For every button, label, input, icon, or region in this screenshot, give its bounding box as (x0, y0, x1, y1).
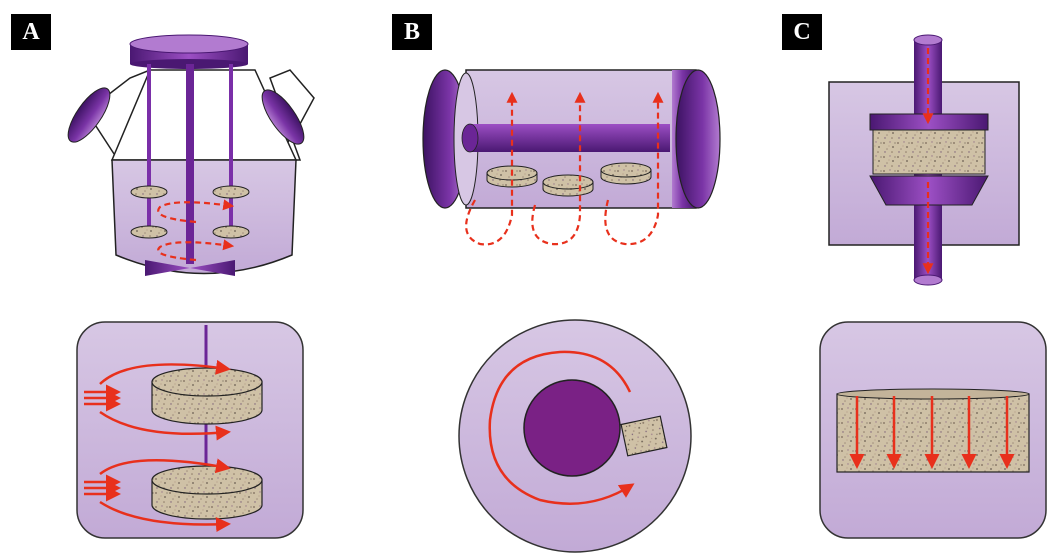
perfusion-detail-a (76, 321, 304, 539)
perfusion-detail-c (819, 321, 1047, 539)
flask-top-cap (129, 34, 249, 69)
rotating-wall-vessel (422, 69, 721, 246)
curved-arrow-icon (849, 396, 1015, 469)
rotation-detail-b (458, 319, 692, 553)
curved-arrow-icon (488, 350, 635, 505)
panel-label-a: A (11, 14, 51, 50)
scaffold-disc (151, 367, 263, 520)
side-arm-cap-left (67, 87, 111, 143)
dashed-arrow-icon (157, 199, 235, 262)
curved-arrow-icon (84, 359, 231, 533)
rotating-shaft (461, 123, 670, 153)
dashed-arrow-icon (465, 91, 664, 246)
scaffold-disc (620, 415, 668, 457)
scaffold-disc (872, 129, 986, 175)
panel-label-c: C (782, 14, 822, 50)
perfusion-chamber (828, 34, 1020, 286)
spinner-flask (67, 34, 315, 276)
side-arm-cap-right (261, 89, 305, 145)
scaffold-disc (130, 185, 250, 239)
panel-label-b: B (392, 14, 432, 50)
